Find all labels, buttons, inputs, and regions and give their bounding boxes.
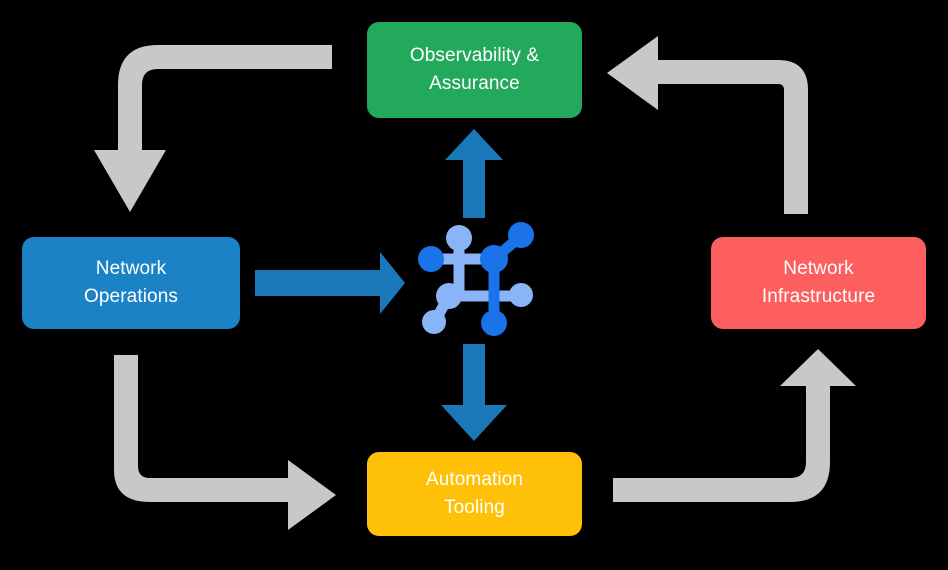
node-bottom-left-icon <box>422 310 446 334</box>
arrow-operations-to-automation <box>114 355 336 530</box>
arrow-observability-to-operations <box>94 45 332 212</box>
arrow-center-to-observability <box>445 129 503 218</box>
node-top-right-icon <box>508 222 534 248</box>
node-bottom-center-icon <box>481 310 507 336</box>
node-automation-tooling[interactable]: Automation Tooling <box>367 452 582 536</box>
node-automation-label: Automation Tooling <box>425 469 524 518</box>
arrow-automation-to-infrastructure <box>613 349 856 502</box>
node-center-icon <box>480 245 508 273</box>
node-observability-label: Observability & Assurance <box>409 45 540 94</box>
arrow-infrastructure-to-observability <box>607 36 808 214</box>
network-icon-links <box>426 230 527 329</box>
node-left-icon <box>418 246 444 272</box>
node-infrastructure-label: Network Infrastructure <box>761 258 876 307</box>
arrow-center-to-automation <box>441 344 507 441</box>
node-observability-assurance[interactable]: Observability & Assurance <box>367 22 582 118</box>
node-top-left-icon <box>446 225 472 251</box>
network-icon-nodes <box>418 222 534 336</box>
node-network-infrastructure[interactable]: Network Infrastructure <box>711 237 926 329</box>
node-mid-left-icon <box>436 283 462 309</box>
arrow-operations-to-center <box>255 252 405 314</box>
node-network-operations[interactable]: Network Operations <box>22 237 240 329</box>
node-operations-label: Network Operations <box>84 258 178 307</box>
node-mid-right-icon <box>509 283 533 307</box>
